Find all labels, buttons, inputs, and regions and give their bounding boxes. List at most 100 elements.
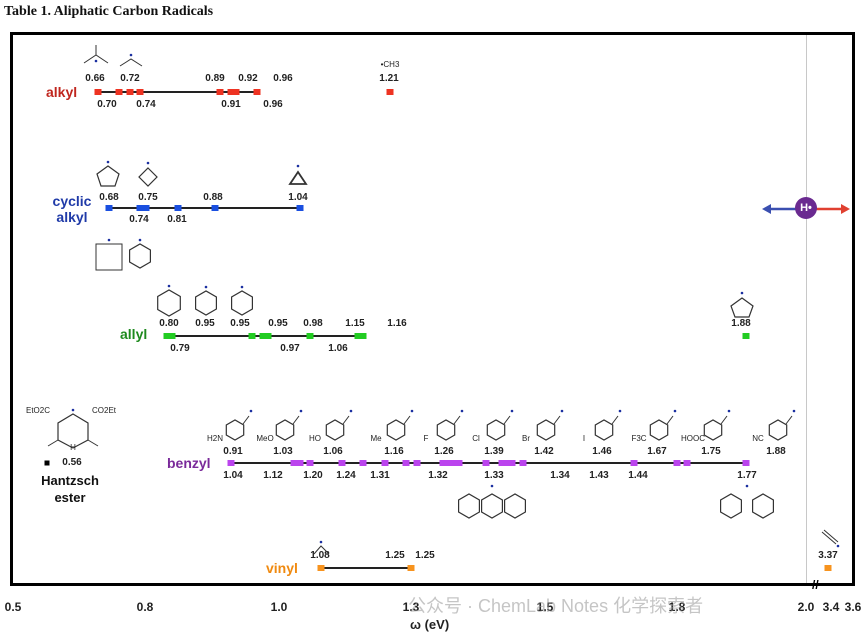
- data-marker: [450, 460, 458, 466]
- x-tick-label: 2.0: [797, 600, 815, 614]
- value-label-above: 1.39: [484, 446, 504, 457]
- series-label-benzyl: benzyl: [167, 455, 211, 471]
- data-marker: [136, 89, 144, 95]
- data-marker: [402, 460, 410, 466]
- benzyl-substituent-label: Me: [370, 434, 382, 443]
- x-tick-label: 1.3: [402, 600, 420, 614]
- benzyl-ring-structure-icon: [325, 409, 353, 441]
- data-marker: [94, 89, 102, 95]
- data-marker: [264, 333, 272, 339]
- value-label-below: 1.32: [428, 470, 448, 481]
- series-line-1: [108, 207, 300, 209]
- data-marker: [439, 460, 447, 466]
- x-axis-label: ω (eV): [410, 617, 450, 632]
- series-line-4: [320, 567, 412, 569]
- tert-butyl-structure-icon: [83, 45, 109, 64]
- data-marker: [742, 333, 750, 339]
- value-label-above: 1.16: [384, 446, 404, 457]
- value-label-below: 1.06: [328, 343, 348, 354]
- benzyl-substituent-label: NC: [752, 434, 764, 443]
- value-hantzsch: 0.56: [62, 457, 82, 468]
- value-label-above: 1.88: [731, 318, 751, 329]
- data-marker: [253, 89, 261, 95]
- value-label-above: 1.42: [534, 446, 554, 457]
- data-marker: [338, 460, 346, 466]
- table-title: Table 1. Aliphatic Carbon Radicals: [4, 4, 214, 19]
- data-marker: [136, 205, 144, 211]
- value-label-below: 1.31: [370, 470, 390, 481]
- benzyl-substituent-label: Br: [522, 434, 530, 443]
- anthracenyl-structure-icon: [457, 484, 527, 519]
- data-marker: [227, 460, 235, 466]
- value-label-below: 0.70: [97, 99, 117, 110]
- hantzsch-nh: H: [70, 443, 76, 452]
- value-label-above: 1.06: [323, 446, 343, 457]
- value-label-above: 0.95: [195, 318, 215, 329]
- data-marker: [359, 460, 367, 466]
- ethynyl-structure-icon: [821, 529, 840, 548]
- value-label-above: 1.15: [345, 318, 365, 329]
- cyclopentyl-structure-icon: [96, 160, 120, 187]
- value-label-above: 0.68: [99, 192, 119, 203]
- hantzsch-substituent-left: EtO2C: [25, 406, 51, 415]
- value-label-below: 1.20: [303, 470, 323, 481]
- hantzsch-substituent-right: CO2Et: [91, 406, 117, 415]
- benzyl-substituent-label: I: [582, 434, 586, 443]
- x-tick-label: 3.4: [822, 600, 840, 614]
- data-marker: [673, 460, 681, 466]
- data-marker: [381, 460, 389, 466]
- value-label-below: 0.74: [136, 99, 156, 110]
- data-marker: [296, 205, 304, 211]
- benzyl-substituent-label: HO: [309, 434, 321, 443]
- value-label-below: 0.81: [167, 214, 187, 225]
- x-tick-label: 1.5: [536, 600, 554, 614]
- value-label-below: 1.77: [737, 470, 757, 481]
- adamantyl-cyclohexyl-structures-icon: [95, 238, 152, 271]
- benzyl-ring-structure-icon: [536, 409, 564, 441]
- benzyl-ring-structure-icon: [649, 409, 677, 441]
- value-label-below: 0.97: [280, 343, 300, 354]
- series-label-alkyl: alkyl: [46, 84, 78, 100]
- data-marker: [630, 460, 638, 466]
- data-marker: [683, 460, 691, 466]
- hydrogen-radical-badge: H•: [795, 197, 817, 219]
- value-label-below: 1.24: [336, 470, 356, 481]
- value-label-above: 1.03: [273, 446, 293, 457]
- value-label-above: 0.91: [223, 446, 243, 457]
- value-label-below: 1.44: [628, 470, 648, 481]
- data-marker: [232, 89, 240, 95]
- benzyl-ring-structure-icon: [703, 409, 731, 441]
- vinyl-structure-icon: [313, 540, 330, 555]
- data-marker: [115, 89, 123, 95]
- value-label-above: 0.66: [85, 73, 105, 84]
- value-label-below: 0.74: [129, 214, 149, 225]
- value-label-above: 3.37: [818, 550, 838, 561]
- data-marker: [519, 460, 527, 466]
- value-label-above: 1.88: [766, 446, 786, 457]
- value-label-above: 0.98: [303, 318, 323, 329]
- data-marker: [174, 205, 182, 211]
- value-label-above: 0.88: [203, 192, 223, 203]
- hantzsch-label-line1: Hantzsch: [41, 473, 99, 488]
- watermark: 公众号 · ChemLab Notes 化学探索者: [408, 596, 704, 616]
- value-label-below: 1.33: [484, 470, 504, 481]
- x-tick-label: 3.6: [844, 600, 862, 614]
- data-marker: [306, 460, 314, 466]
- data-marker: [482, 460, 490, 466]
- hantzsch-label-line2: ester: [54, 490, 86, 505]
- cyclic-allyl-structures-icon: [157, 284, 254, 317]
- hydrogen-reference-line: [806, 35, 807, 583]
- hantzsch-label: Hantzsch ester: [30, 472, 110, 506]
- value-label-above: 0.92: [238, 73, 258, 84]
- value-label-above: 1.46: [592, 446, 612, 457]
- series-label-cyclic-alkyl: cyclic alkyl: [52, 193, 92, 225]
- plot-frame: [10, 32, 855, 586]
- benzyl-substituent-label: H2N: [206, 434, 224, 443]
- data-marker: [142, 205, 150, 211]
- benzyl-ring-structure-icon: [275, 409, 303, 441]
- benzyl-substituent-label: F3C: [631, 434, 647, 443]
- series-label-vinyl: vinyl: [266, 560, 298, 576]
- value-label-above: 0.89: [205, 73, 225, 84]
- axis-break-icon: //: [812, 578, 819, 592]
- value-label-above: 0.75: [138, 192, 158, 203]
